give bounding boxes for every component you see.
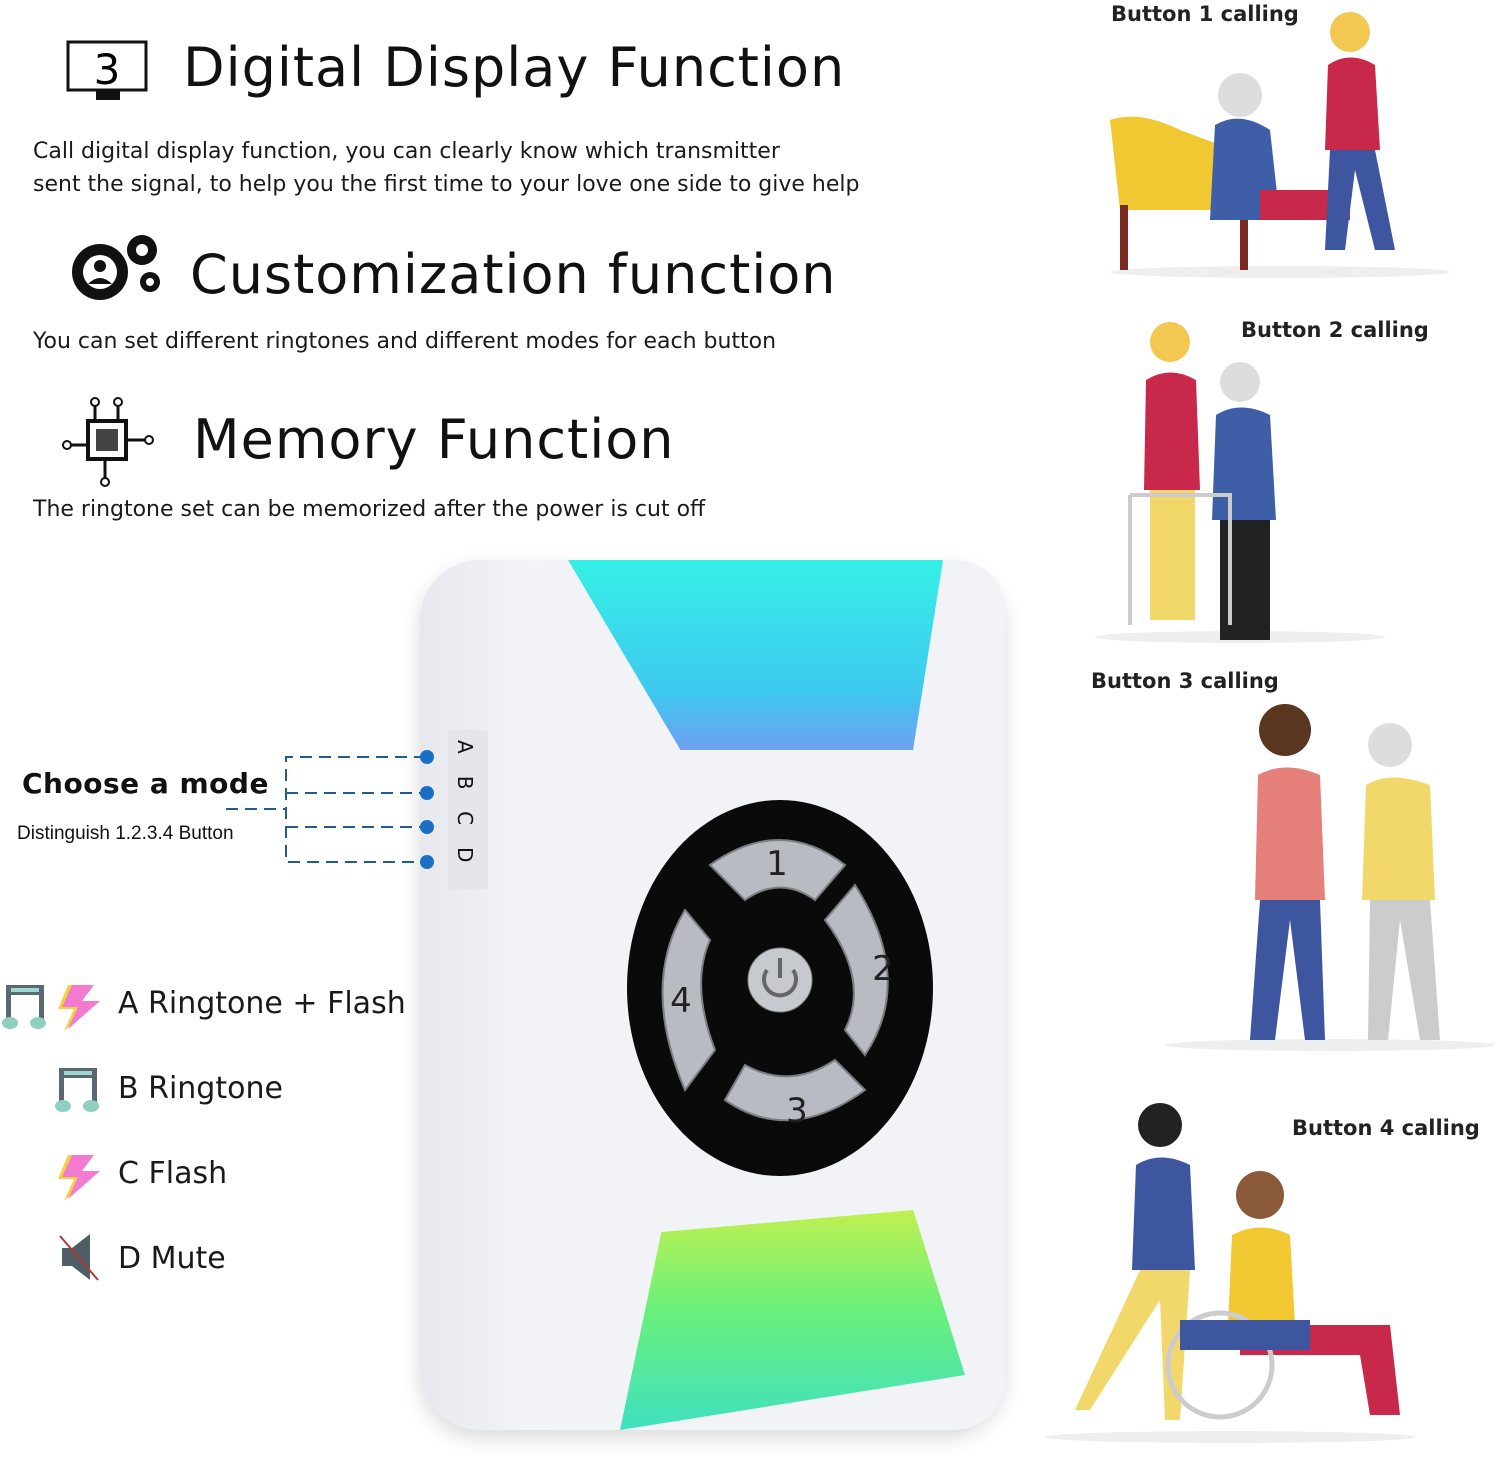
illustration-button-2 [1095,322,1385,643]
caption-button-4: Button 4 calling [1292,1116,1480,1140]
mode-connector-lines [226,750,434,869]
mode-switch[interactable]: ABCD [448,730,488,890]
illustration-button-3 [1165,704,1495,1051]
feature-desc-customization: You can set different ringtones and diff… [33,329,777,354]
lightning-icon [58,985,100,1031]
button-1[interactable] [708,839,847,902]
gears-person-icon [72,235,160,300]
feature-desc-memory: The ringtone set can be memorized after … [33,497,706,522]
button-3[interactable] [723,1058,867,1122]
svg-text:3: 3 [786,1091,808,1131]
power-button[interactable] [747,947,813,1013]
desc-line: Call digital display function, you can c… [33,139,780,164]
music-note-icon [2,985,46,1029]
svg-text:1: 1 [766,844,788,884]
desc-line: sent the signal, to help you the first t… [33,172,860,197]
button-4[interactable] [661,908,717,1092]
feature-title-memory: Memory Function [193,408,675,471]
svg-text:2: 2 [872,949,894,989]
feature-title-digital-display: Digital Display Function [183,36,846,99]
keypad: 1 2 3 4 [627,800,933,1176]
music-note-icon [55,1068,99,1112]
mode-a-label: A Ringtone + Flash [118,986,406,1021]
digital-display-icon: 3 [66,40,148,100]
mode-c-label: C Flash [118,1156,228,1191]
illustration-button-1 [1110,12,1450,278]
mute-speaker-icon [59,1234,99,1281]
caption-button-3: Button 3 calling [1091,669,1279,693]
mode-d-label: D Mute [118,1241,226,1276]
button-2[interactable] [823,883,889,1057]
switch-letters: ABCD [453,740,477,885]
caption-button-1: Button 1 calling [1111,2,1299,26]
choose-mode-subtitle: Distinguish 1.2.3.4 Button [17,823,234,844]
mode-b-label: B Ringtone [118,1071,283,1106]
caption-button-2: Button 2 calling [1241,318,1429,342]
lightning-icon [58,1155,100,1201]
feature-desc-digital-display: Call digital display function, you can c… [33,135,859,201]
feature-title-customization: Customization function [190,243,837,306]
svg-text:3: 3 [94,45,121,94]
illustration-button-4 [1045,1103,1415,1443]
choose-mode-title: Choose a mode [22,767,269,800]
svg-text:4: 4 [670,981,692,1021]
memory-chip-icon [62,397,154,487]
